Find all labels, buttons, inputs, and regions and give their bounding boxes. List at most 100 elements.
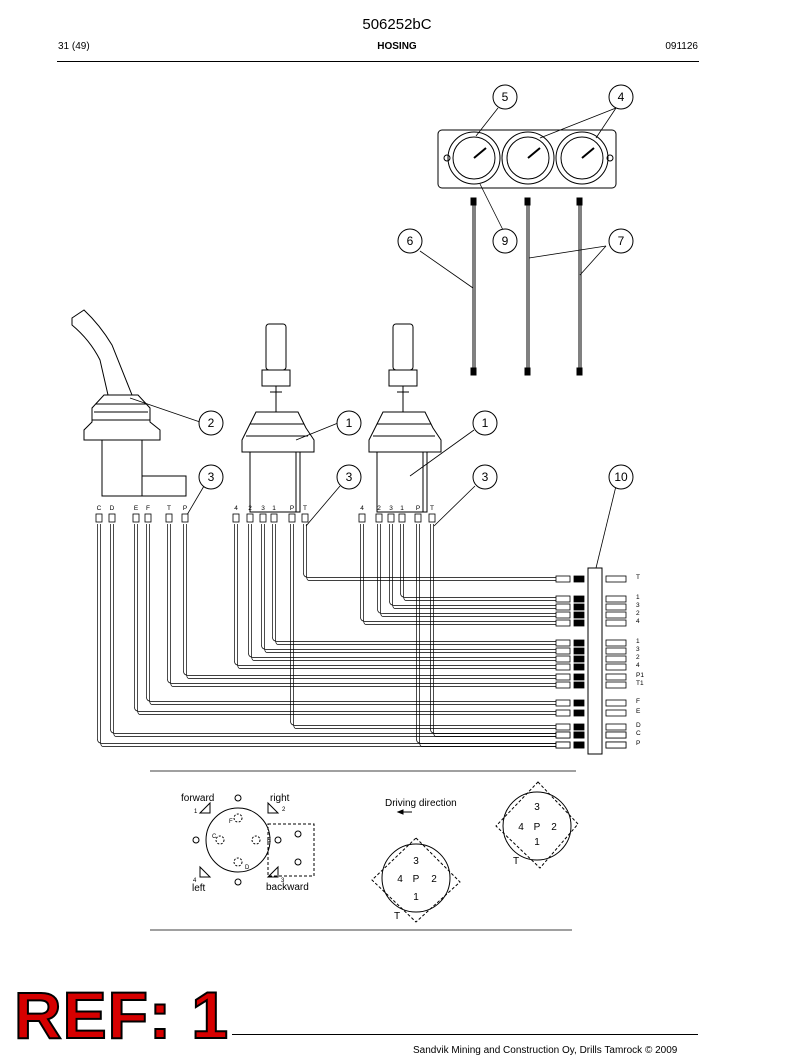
manifold-fitting: [555, 603, 571, 611]
manifold-nut: [573, 709, 585, 717]
callout-number: 5: [502, 90, 509, 104]
hose-line: [186, 524, 556, 679]
conn-b-left: 4: [397, 874, 403, 885]
pressure-gauge-2: [501, 131, 555, 185]
callout-number: 1: [346, 416, 353, 430]
manifold-outlet: [605, 603, 627, 611]
hose-line: [290, 524, 556, 726]
leader-lines: [129, 107, 617, 569]
manifold-port-label: D: [636, 722, 641, 729]
hose-line: [149, 524, 556, 705]
callout-circle: [198, 410, 224, 436]
manifold-outlet: [605, 619, 627, 627]
hose-fitting: [165, 513, 173, 523]
hose-line: [110, 524, 556, 734]
manifold-port-label: T1: [636, 680, 644, 687]
manifold-nut: [573, 723, 585, 731]
hose-line: [248, 524, 556, 658]
gauge-hoses: [470, 197, 583, 376]
hose-line: [237, 524, 556, 669]
hose-fitting: [414, 513, 422, 523]
manifold-outlet: [605, 655, 627, 663]
manifold-port-label: 1: [636, 594, 640, 601]
port-label-valve2: 1: [400, 505, 404, 512]
callout-circle: [492, 84, 518, 110]
manifold-fitting: [555, 611, 571, 619]
manifold-outlet: [605, 731, 627, 739]
callout-number: 7: [618, 234, 625, 248]
conn-a-top: 3: [534, 802, 540, 813]
manifold-fitting: [555, 731, 571, 739]
hose-line: [272, 524, 556, 642]
conn-b-tab: T: [394, 911, 400, 922]
callout-circle: [336, 464, 362, 490]
manifold-fitting: [555, 681, 571, 689]
footer-rule: [232, 1034, 698, 1035]
manifold-port-label: T: [636, 574, 640, 581]
hose-line: [363, 524, 556, 625]
manifold-nut: [573, 681, 585, 689]
pressure-gauge-1: [447, 131, 501, 185]
hose-line: [433, 524, 556, 737]
port-label-lever: C: [97, 505, 102, 512]
manifold-fitting: [555, 575, 571, 583]
manifold-nut: [573, 731, 585, 739]
hose-fitting: [144, 513, 152, 523]
manifold-port-label: 3: [636, 646, 640, 653]
callout-circle: [492, 228, 518, 254]
label-left: left: [192, 883, 206, 894]
port-label-valve1: 4: [234, 505, 238, 512]
pressure-gauge-3: [555, 131, 609, 185]
manifold-nut: [573, 673, 585, 681]
hose-fitting: [398, 513, 406, 523]
callout-circle: [198, 464, 224, 490]
hose-line: [400, 524, 556, 598]
manifold-fitting: [555, 619, 571, 627]
hose-line: [360, 524, 556, 622]
conn-a-right: 2: [551, 822, 557, 833]
port-label-valve2: 2: [377, 505, 381, 512]
date-code: 091126: [665, 41, 698, 52]
dir-num-1: 1: [194, 809, 198, 815]
manifold-port-label: 4: [636, 618, 640, 625]
manifold-nut: [573, 575, 585, 583]
hose-line: [293, 524, 556, 729]
label-right: right: [270, 793, 290, 804]
hose-line: [377, 524, 556, 614]
hose-fitting: [181, 513, 189, 523]
hose-line: [303, 524, 556, 578]
hose-line: [251, 524, 556, 661]
port-label-lever: F: [146, 505, 150, 512]
manifold-nut: [573, 611, 585, 619]
connector-b: [371, 837, 461, 923]
manifold-outlet: [605, 611, 627, 619]
pin-f: F: [229, 819, 233, 825]
conn-a-center: P: [534, 822, 541, 833]
conn-b-bottom: 1: [413, 892, 419, 903]
joystick-valve-1: [241, 323, 315, 513]
hose-fitting: [259, 513, 267, 523]
hose-line: [416, 524, 556, 744]
manifold-outlet: [605, 681, 627, 689]
pin-c: C: [212, 834, 217, 840]
dir-num-4: 4: [193, 878, 197, 884]
hose-routing: [95, 513, 627, 749]
port-label-lever: D: [110, 505, 115, 512]
manifold-port-label: 1: [636, 638, 640, 645]
callout-number: 2: [208, 416, 215, 430]
port-label-valve1: 3: [261, 505, 265, 512]
manifold-fitting: [555, 699, 571, 707]
manifold-outlet: [605, 663, 627, 671]
hose-line: [264, 524, 556, 653]
gauge-panel: [437, 129, 617, 189]
hose-fitting: [270, 513, 278, 523]
callout-circle: [608, 464, 634, 490]
callout-circle: [608, 84, 634, 110]
callout-circle: [397, 228, 423, 254]
label-forward: forward: [181, 793, 214, 804]
manifold-nut: [573, 595, 585, 603]
manifold-nut: [573, 639, 585, 647]
